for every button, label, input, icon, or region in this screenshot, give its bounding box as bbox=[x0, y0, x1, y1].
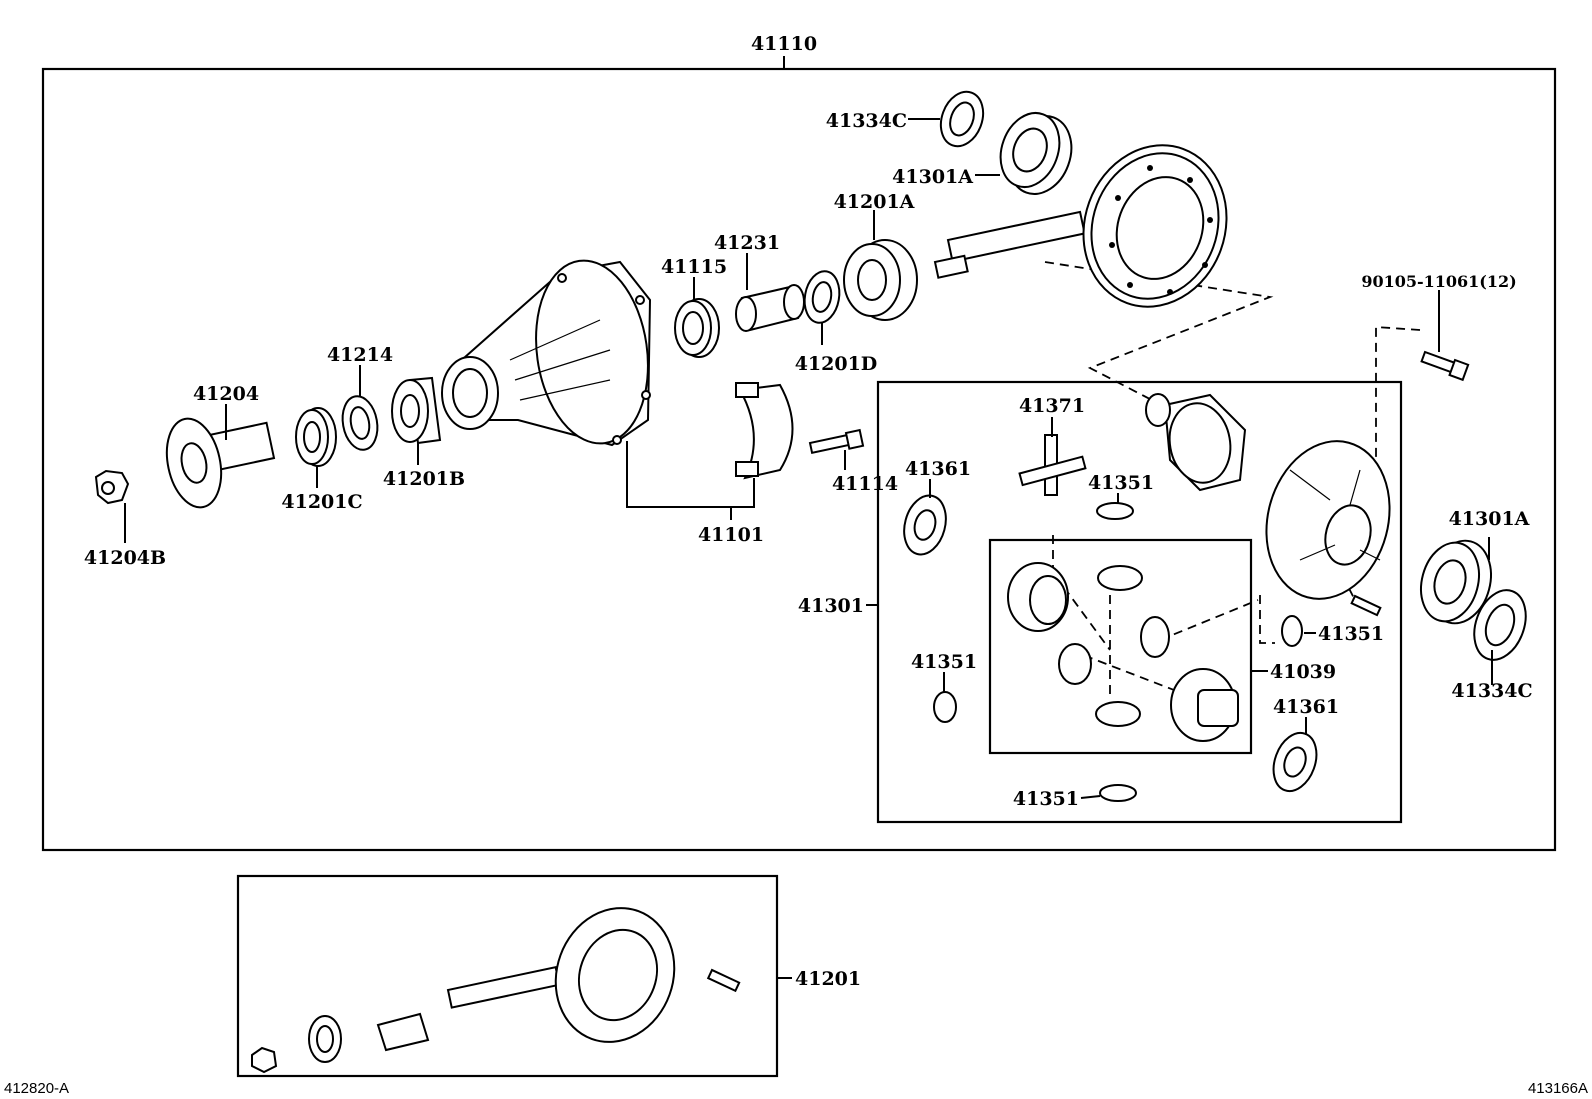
washer-41334c-right-drawing bbox=[1473, 589, 1527, 661]
seal-41115-drawing bbox=[674, 298, 720, 358]
ring-gear-set-frame bbox=[236, 874, 779, 1078]
spider-41371-drawing bbox=[1018, 434, 1087, 496]
footer-left-code: 412820-A bbox=[4, 1080, 69, 1097]
label-41201b: 41201B bbox=[383, 468, 465, 490]
label-41334c-right: 41334C bbox=[1451, 680, 1532, 702]
label-41114: 41114 bbox=[832, 473, 898, 495]
bolt-90105-drawing bbox=[1420, 350, 1470, 382]
label-41204b: 41204B bbox=[84, 547, 166, 569]
washer-41361-right-drawing bbox=[1272, 731, 1318, 793]
bearing-cap-41101-drawing bbox=[735, 382, 794, 480]
differential-case-drawing bbox=[1145, 393, 1391, 600]
gear-kit-frame bbox=[988, 538, 1253, 755]
washer-41334c-top-drawing bbox=[939, 90, 985, 148]
label-41201d: 41201D bbox=[795, 353, 878, 375]
leader-lines bbox=[124, 118, 1493, 979]
washer-41351-right-drawing bbox=[1281, 615, 1303, 647]
label-41301: 41301 bbox=[798, 595, 864, 617]
label-41371: 41371 bbox=[1019, 395, 1085, 417]
flange-41204-drawing bbox=[165, 417, 276, 509]
label-41351-bottom: 41351 bbox=[1013, 788, 1079, 810]
seal-41201c-drawing bbox=[295, 407, 337, 467]
label-41214: 41214 bbox=[327, 344, 393, 366]
label-41201: 41201 bbox=[795, 968, 861, 990]
washer-41201d-drawing bbox=[803, 270, 841, 324]
label-41361-left: 41361 bbox=[905, 458, 971, 480]
gear-kit-drawing bbox=[1007, 562, 1239, 742]
ring-gear-pinion-drawing bbox=[933, 144, 1228, 308]
differential-case-frame bbox=[876, 380, 1403, 824]
ring-gear-set-drawing bbox=[251, 907, 741, 1074]
label-90105-11061: 90105-11061(12) bbox=[1361, 272, 1516, 291]
label-41201c: 41201C bbox=[281, 491, 362, 513]
bearing-41201b-drawing bbox=[391, 376, 442, 445]
carrier-housing-drawing bbox=[441, 259, 652, 447]
label-41110: 41110 bbox=[751, 33, 817, 55]
washer-41351-top-drawing bbox=[1096, 502, 1134, 520]
label-41039: 41039 bbox=[1270, 661, 1336, 683]
label-41351-left: 41351 bbox=[911, 651, 977, 673]
washer-41351-left-drawing bbox=[933, 691, 957, 723]
label-41301a-right: 41301A bbox=[1449, 508, 1530, 530]
label-41361-right: 41361 bbox=[1273, 696, 1339, 718]
bearing-41301a-right-drawing bbox=[1420, 539, 1492, 625]
assembly-frame bbox=[41, 67, 1557, 852]
label-41204: 41204 bbox=[193, 383, 259, 405]
label-41115: 41115 bbox=[661, 256, 727, 278]
washer-41214-drawing bbox=[341, 395, 379, 451]
bolt-41114-drawing bbox=[808, 428, 865, 454]
bearing-41301a-top-drawing bbox=[999, 112, 1073, 195]
label-41201a: 41201A bbox=[834, 191, 915, 213]
label-41334c-top: 41334C bbox=[826, 110, 907, 132]
washer-41361-left-drawing bbox=[903, 494, 947, 556]
bolt-case-drawing bbox=[1350, 594, 1382, 617]
label-41351-top: 41351 bbox=[1088, 472, 1154, 494]
label-41231: 41231 bbox=[714, 232, 780, 254]
spacer-41231-drawing bbox=[735, 284, 805, 332]
label-41301a-top: 41301A bbox=[892, 166, 973, 188]
footer-right-code: 413166A bbox=[1528, 1080, 1588, 1097]
bearing-41201a-drawing bbox=[843, 239, 918, 321]
washer-41351-bottom-drawing bbox=[1099, 784, 1137, 802]
nut-41204b-drawing bbox=[94, 469, 130, 505]
label-41101: 41101 bbox=[698, 524, 764, 546]
label-41351-right: 41351 bbox=[1318, 623, 1384, 645]
